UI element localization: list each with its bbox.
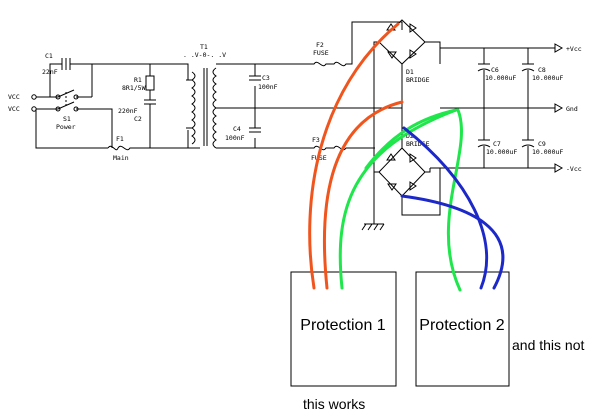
vcc-bot-label: VCC [8, 105, 20, 113]
c7-label: C7 [493, 140, 501, 148]
d2-name: BRIDGE [406, 140, 430, 148]
green-wire-1 [338, 108, 458, 290]
c4-label: C4 [233, 125, 241, 133]
f3-label: F3 [312, 136, 320, 144]
orange-wire-2 [322, 100, 404, 290]
f2-fuse: F2 FUSE [300, 21, 403, 67]
f2-name: FUSE [313, 49, 329, 57]
d2-bridge: D2 BRIDGE [374, 108, 441, 216]
t1-label: T1 [200, 43, 208, 51]
c6-value: 10.000uF [485, 74, 516, 82]
d1-label: D1 [406, 68, 414, 76]
f1-name: Main [113, 154, 129, 162]
c1-capacitor [49, 58, 93, 97]
c8-value: 10.000uF [532, 74, 563, 82]
protection-1-box [290, 271, 397, 387]
s1-label: S1 [63, 115, 71, 123]
ground-symbol [361, 215, 385, 231]
c9-label: C9 [538, 140, 546, 148]
pvcc-label: +Vcc [566, 45, 582, 53]
r1-resistor [145, 75, 155, 91]
vcc-top-terminal [31, 94, 37, 100]
s1-name: Power [56, 123, 76, 131]
f1-fuse [35, 109, 150, 151]
not-caption: and this not [512, 337, 584, 353]
c1-value: 22nF [42, 68, 58, 76]
t1-taps: . .V-0-. .V [183, 51, 226, 59]
c6-label: C6 [491, 66, 499, 74]
f2-label: F2 [316, 41, 324, 49]
d2-label: D2 [406, 132, 414, 140]
nvcc-label: -Vcc [566, 165, 582, 173]
protection-2-label: Protection 2 [419, 317, 504, 334]
r1-label: R1 [134, 76, 142, 84]
t1-transformer: T1 . .V-0-. .V [183, 43, 226, 149]
r1-value: 8R1/5W [122, 84, 146, 92]
colored-wires [308, 22, 505, 292]
blue-wire-1 [402, 126, 489, 290]
c3-label: C3 [262, 74, 270, 82]
c3-value: 100nF [258, 83, 278, 91]
c2-value: 220nF [118, 107, 138, 115]
s1-switch [36, 89, 113, 148]
c8-label: C8 [538, 66, 546, 74]
f1-label: F1 [116, 135, 124, 143]
protection-1-label: Protection 1 [300, 317, 385, 334]
input-section: VCC VCC C1 22nF S1 Power F1 Main R1 8R1/… [8, 52, 200, 162]
green-wire-2 [446, 108, 463, 292]
gnd-label: Gnd [566, 105, 578, 113]
c7-value: 10.000uF [486, 148, 517, 156]
c1-label: C1 [45, 52, 53, 60]
c9-value: 10.000uF [532, 148, 563, 156]
works-caption: this works [303, 396, 365, 412]
output-section: C6 10.000uF C8 10.000uF C7 10.000uF C9 1… [430, 43, 582, 173]
c4-value: 100nF [225, 134, 245, 142]
blue-wire-2 [400, 194, 505, 290]
c2-label: C2 [134, 115, 142, 123]
orange-wire-1 [308, 22, 400, 290]
protection-2-box [415, 271, 510, 387]
vcc-top-label: VCC [8, 93, 20, 101]
secondary-wiring: C3 100nF C4 100nF [216, 63, 402, 149]
d1-name: BRIDGE [406, 76, 430, 84]
